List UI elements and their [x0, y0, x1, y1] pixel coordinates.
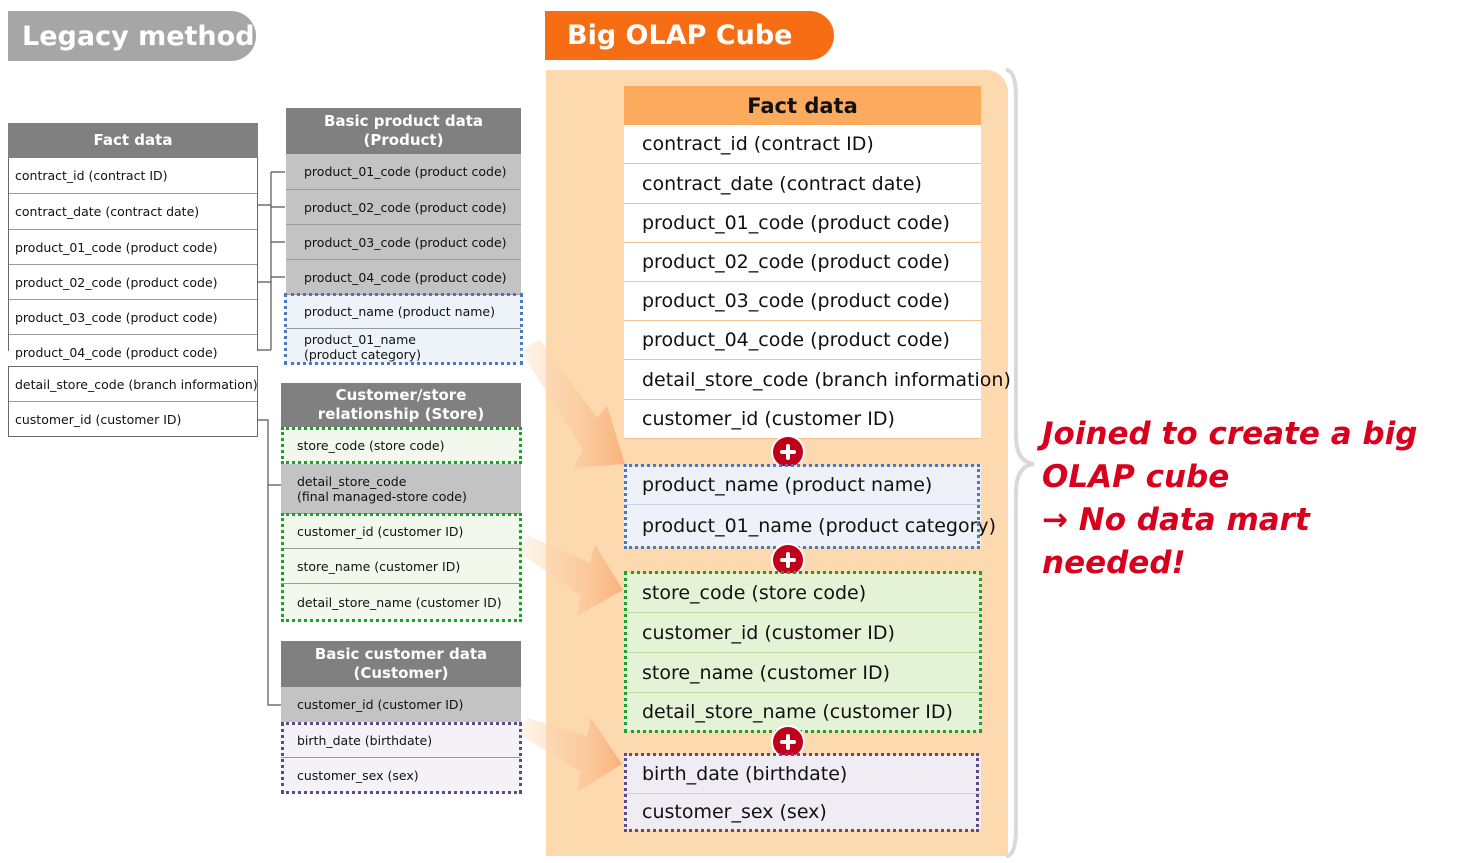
legacy-store-header: Customer/store relationship (Store) [281, 383, 521, 427]
legacy-customer-row: customer_id (customer ID) [281, 687, 521, 722]
join-connectors [258, 171, 285, 706]
legacy-fact-row: product_02_code (product code) [9, 265, 257, 300]
olap-store-row: store_name (customer ID) [624, 653, 981, 693]
legacy-product-row: product_04_code (product code) [286, 260, 521, 295]
olap-customer-highlight [624, 753, 979, 832]
olap-fact-row: product_03_code (product code) [624, 282, 981, 321]
legacy-store-row: store_code (store code) [281, 427, 521, 464]
legacy-store-row: customer_id (customer ID) [281, 515, 521, 549]
message-line-1: Joined to create a big [1042, 416, 1418, 452]
legacy-store-row: detail_store_name (customer ID) [281, 584, 521, 621]
olap-fact-header: Fact data [624, 86, 981, 125]
olap-customer-row: customer_sex (sex) [624, 794, 981, 830]
customer-arrow-icon [520, 718, 622, 792]
legacy-fact-row: product_04_code (product code) [9, 335, 257, 369]
message-line-2: OLAP cube [1042, 459, 1230, 495]
legacy-store-row: detail_store_code (final managed-store c… [281, 464, 521, 514]
store-join-highlight [281, 513, 522, 622]
legacy-fact-row: customer_id (customer ID) [9, 402, 257, 436]
conclusion-message: Joined to create a big OLAP cube → No da… [1042, 413, 1462, 585]
legacy-fact-frame-2 [8, 366, 258, 437]
legacy-store-row: store_name (customer ID) [281, 549, 521, 584]
olap-fact-row: product_04_code (product code) [624, 321, 981, 360]
legacy-fact-row: detail_store_code (branch information) [9, 367, 258, 402]
olap-fact-row: contract_date (contract date) [624, 164, 981, 204]
legacy-fact-row: contract_id (contract ID) [9, 158, 257, 194]
legacy-fact-header: Fact data [8, 123, 258, 158]
olap-customer-row: birth_date (birthdate) [624, 755, 981, 794]
olap-product-row: product_name (product name) [624, 466, 981, 505]
legacy-product-header: Basic product data (Product) [286, 108, 521, 154]
olap-store-row: store_code (store code) [624, 573, 981, 613]
legacy-product-row: product_02_code (product code) [286, 190, 521, 225]
message-line-3: → No data mart needed! [1042, 502, 1310, 581]
legacy-fact-row: contract_date (contract date) [9, 194, 257, 230]
olap-product-highlight [624, 464, 980, 549]
olap-store-highlight [624, 571, 982, 733]
legacy-fact-row: product_01_code (product code) [9, 230, 257, 265]
olap-fact-row: product_01_code (product code) [624, 204, 981, 243]
legacy-customer-row: birth_date (birthdate) [281, 723, 521, 758]
olap-fact-row: customer_id (customer ID) [624, 400, 981, 439]
legacy-customer-row: customer_sex (sex) [281, 758, 521, 793]
olap-fact-row: contract_id (contract ID) [624, 125, 981, 164]
olap-store-row: customer_id (customer ID) [624, 613, 981, 653]
brace-icon [1005, 68, 1035, 858]
legacy-method-title: Legacy method [8, 11, 256, 61]
legacy-product-row: product_01_code (product code) [286, 154, 521, 190]
legacy-customer-header: Basic customer data (Customer) [281, 641, 521, 687]
product-arrow-icon [520, 340, 625, 468]
legacy-product-row: product_name (product name) [286, 295, 521, 329]
legacy-product-row: product_01_name (product category) [286, 329, 521, 364]
store-code-highlight [281, 427, 522, 464]
legacy-product-row: product_03_code (product code) [286, 225, 521, 260]
olap-product-row: product_01_name (product category) [624, 505, 996, 547]
store-arrow-icon [520, 535, 623, 616]
olap-fact-row: detail_store_code (branch information) [624, 360, 1011, 400]
big-olap-cube-title: Big OLAP Cube [545, 11, 834, 60]
join-arrows [520, 340, 625, 792]
customer-join-highlight [281, 722, 522, 794]
olap-store-row: detail_store_name (customer ID) [624, 693, 981, 731]
legacy-fact-row: product_03_code (product code) [9, 300, 257, 335]
olap-fact-row: product_02_code (product code) [624, 243, 981, 282]
product-join-highlight [284, 293, 523, 365]
